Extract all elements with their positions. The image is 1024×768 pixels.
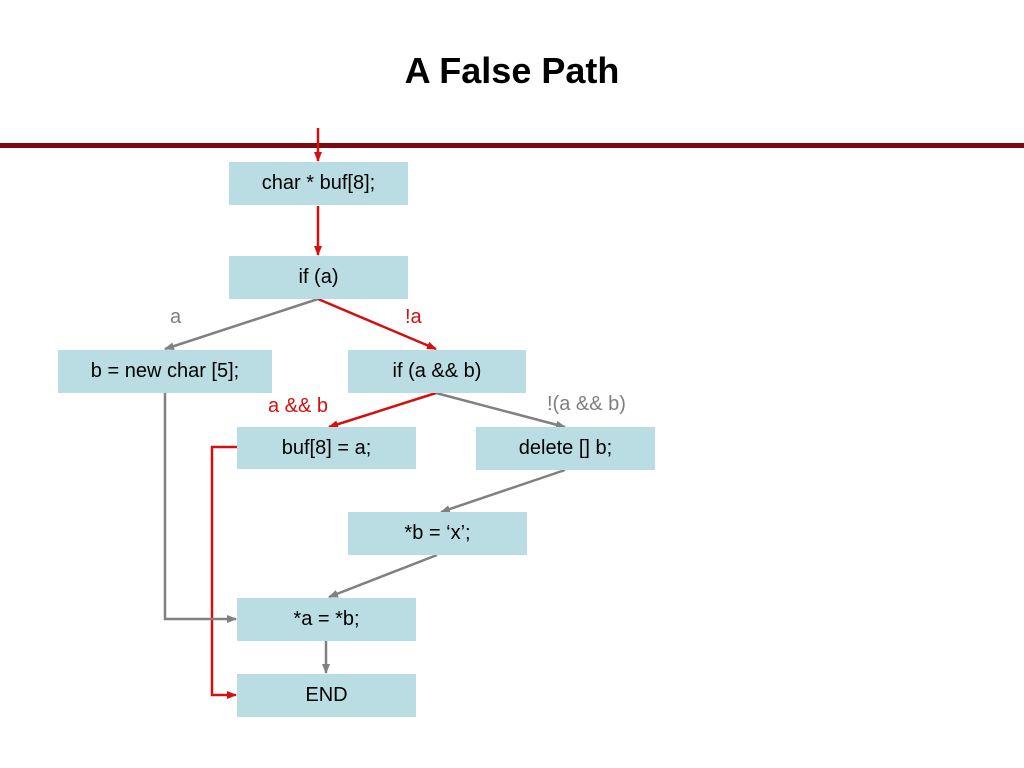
- page-title: A False Path: [404, 50, 620, 91]
- arrow-if-a-to-alloc: [164, 297, 319, 351]
- arrow-star-b-to-assign: [328, 553, 438, 599]
- node-decl: char * buf[8];: [229, 162, 408, 205]
- arrow-if-ab-to-delete: [435, 391, 566, 429]
- edge-label-a: a: [170, 306, 182, 328]
- node-delete: delete [] b;: [476, 427, 655, 470]
- edge-label-a-and-b: a && b: [268, 395, 329, 417]
- node-assign: *a = *b;: [237, 598, 416, 641]
- node-star-b: *b = ‘x’;: [348, 512, 527, 555]
- arrow-buf-write-to-end: [210, 445, 237, 699]
- node-if-a: if (a): [229, 256, 408, 299]
- arrow-if-a-to-if-ab: [317, 297, 437, 351]
- arrow-alloc-to-assign: [163, 393, 237, 623]
- arrow-if-ab-to-buf-write: [328, 391, 437, 429]
- node-end: END: [237, 674, 416, 717]
- edge-label-not-a: !a: [405, 306, 422, 328]
- node-if-ab: if (a && b): [348, 350, 526, 393]
- title-divider: [0, 143, 1024, 148]
- node-alloc: b = new char [5];: [58, 350, 272, 393]
- arrow-delete-to-star-b: [440, 468, 566, 514]
- edge-label-not-a-and-b: !(a && b): [547, 393, 626, 415]
- node-buf-write: buf[8] = a;: [237, 427, 416, 469]
